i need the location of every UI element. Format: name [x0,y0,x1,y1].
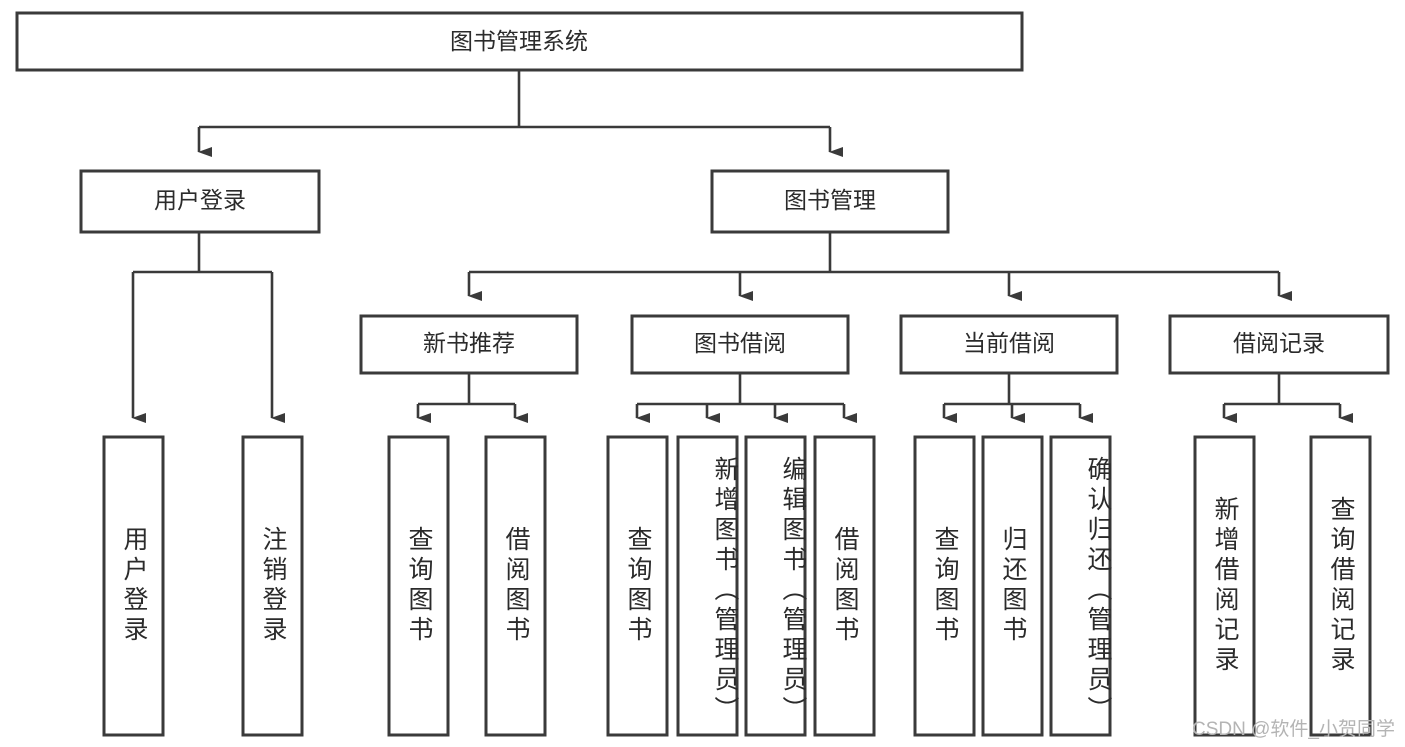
leaf-query-book-2-box[interactable] [606,435,669,737]
leaf-logout-box[interactable] [241,435,304,737]
node-new-book-recommend[interactable]: 新书推荐 [359,314,579,375]
node-current-borrow-box[interactable] [899,314,1119,375]
node-root-label: 图书管理系统 [450,28,588,54]
node-book-borrow-box[interactable] [630,314,850,375]
leaf-borrow-book-1-box[interactable] [484,435,547,737]
leaf-query-book-3-box[interactable] [913,435,976,737]
leaf-add-record-box[interactable] [1193,435,1256,737]
node-book-management[interactable]: 图书管理 [710,169,950,234]
node-new-book-recommend-label: 新书推荐 [423,330,515,356]
node-borrow-record-box[interactable] [1168,314,1390,375]
leaf-query-book-1-box[interactable] [387,435,450,737]
node-root-box[interactable] [15,11,1024,72]
leaf-borrow-book-2-box[interactable] [813,435,876,737]
node-book-management-box[interactable] [710,169,950,234]
node-book-management-label: 图书管理 [784,187,876,213]
node-user-login-box[interactable] [79,169,321,234]
node-new-book-recommend-box[interactable] [359,314,579,375]
leaf-return-book-box[interactable] [981,435,1044,737]
leaf-add-book-box[interactable] [676,435,739,737]
node-user-login-label: 用户登录 [154,187,246,213]
leaf-edit-book-box[interactable] [744,435,807,737]
node-current-borrow-label: 当前借阅 [963,330,1055,356]
node-borrow-record-label: 借阅记录 [1233,330,1325,356]
leaf-user-login-box[interactable] [102,435,165,737]
node-book-borrow[interactable]: 图书借阅 [630,314,850,375]
connector-layer [131,70,1353,423]
leaf-query-record-box[interactable] [1309,435,1372,737]
node-root[interactable]: 图书管理系统 [15,11,1024,72]
leaf-confirm-return-box[interactable] [1049,435,1112,737]
node-borrow-record[interactable]: 借阅记录 [1168,314,1390,375]
node-book-borrow-label: 图书借阅 [694,330,786,356]
node-current-borrow[interactable]: 当前借阅 [899,314,1119,375]
leaf-box-layer[interactable] [102,435,1372,737]
node-user-login[interactable]: 用户登录 [79,169,321,234]
